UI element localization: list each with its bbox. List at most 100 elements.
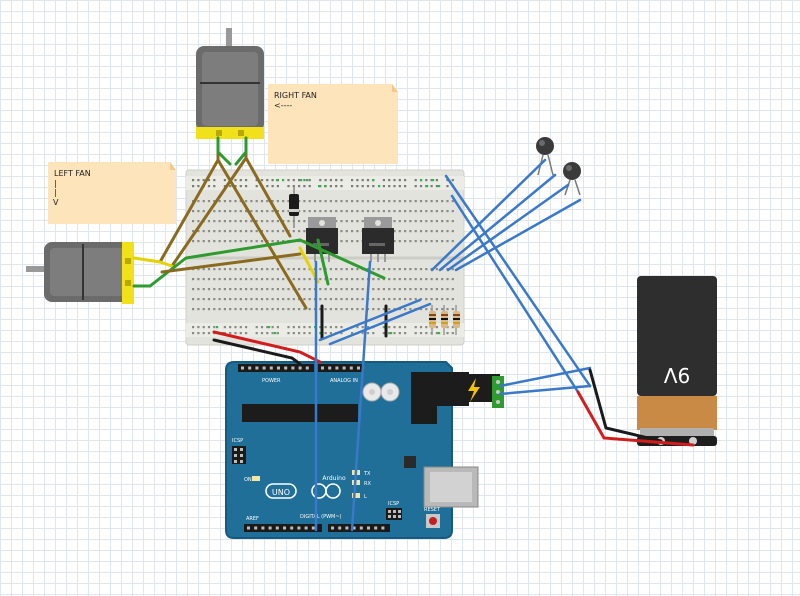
header-pin xyxy=(269,366,273,370)
breadboard-hole xyxy=(451,230,454,233)
breadboard-hole xyxy=(303,308,306,311)
breadboard-hole xyxy=(426,185,429,188)
breadboard-hole xyxy=(223,179,226,182)
breadboard-hole xyxy=(276,220,279,223)
breadboard-hole xyxy=(319,210,322,213)
breadboard-hole xyxy=(229,298,232,301)
breadboard-hole xyxy=(207,185,211,188)
breadboard-hole xyxy=(393,288,396,291)
breadboard-hole xyxy=(398,200,401,203)
breadboard-hole xyxy=(409,268,412,271)
breadboard-hole xyxy=(287,200,290,203)
breadboard-hole xyxy=(351,179,354,182)
breadboard-hole xyxy=(419,332,423,335)
analog-label: ANALOG IN xyxy=(330,378,358,384)
breadboard-hole xyxy=(398,298,401,301)
breadboard-hole xyxy=(356,220,359,223)
breadboard-hole xyxy=(298,326,301,329)
breadboard-hole xyxy=(282,288,285,291)
breadboard-hole xyxy=(409,288,412,291)
breadboard-hole xyxy=(398,179,401,182)
breadboard-hole xyxy=(282,179,285,182)
header-pin xyxy=(247,526,250,530)
breadboard-hole xyxy=(287,298,290,301)
breadboard-hole xyxy=(298,288,301,291)
breadboard-hole xyxy=(276,210,279,213)
header-pin xyxy=(290,526,294,530)
breadboard-hole xyxy=(197,308,200,311)
breadboard-hole xyxy=(340,185,343,188)
breadboard-hole xyxy=(197,332,200,335)
breadboard-hole xyxy=(298,230,301,233)
breadboard-hole xyxy=(250,230,253,233)
breadboard-hole xyxy=(197,210,200,213)
breadboard-hole xyxy=(419,210,423,213)
breadboard-hole xyxy=(441,220,444,223)
breadboard-hole xyxy=(276,230,279,233)
power-header xyxy=(238,364,314,372)
breadboard-hole xyxy=(192,298,195,301)
breadboard-hole xyxy=(239,220,242,223)
header-pin xyxy=(349,366,353,370)
breadboard-hole xyxy=(430,200,433,203)
breadboard-hole xyxy=(229,268,232,271)
breadboard-hole xyxy=(308,298,311,301)
breadboard-hole xyxy=(255,220,258,223)
breadboard-hole xyxy=(213,230,216,233)
breadboard-hole xyxy=(192,326,195,329)
breadboard-hole xyxy=(250,288,253,291)
breadboard-hole xyxy=(319,179,322,182)
breadboard-hole xyxy=(319,326,322,329)
breadboard-hole xyxy=(207,230,211,233)
header-pin xyxy=(298,366,302,370)
breadboard-hole xyxy=(425,240,428,243)
breadboard-hole xyxy=(213,210,216,213)
breadboard-hole xyxy=(260,278,264,281)
breadboard-hole xyxy=(271,185,274,188)
header-pin xyxy=(338,526,342,530)
icsp-label: ICSP xyxy=(388,501,399,507)
breadboard-hole xyxy=(345,220,348,223)
breadboard-hole xyxy=(245,308,248,311)
header-pin xyxy=(311,526,315,530)
breadboard-hole xyxy=(351,278,354,281)
breadboard-hole xyxy=(197,278,200,281)
breadboard-hole xyxy=(430,179,433,182)
breadboard-hole xyxy=(420,179,423,182)
breadboard-hole xyxy=(255,230,258,233)
breadboard-hole xyxy=(324,200,327,203)
breadboard-hole xyxy=(192,278,195,281)
breadboard-hole xyxy=(197,298,200,301)
breadboard-hole xyxy=(340,268,343,271)
breadboard-hole xyxy=(266,179,269,182)
resistor xyxy=(453,305,460,335)
breadboard-hole xyxy=(340,308,343,311)
breadboard-hole xyxy=(298,200,301,203)
breadboard-hole xyxy=(318,185,321,188)
breadboard-hole xyxy=(340,200,343,203)
breadboard-hole xyxy=(250,210,253,213)
breadboard-hole xyxy=(282,278,285,281)
l-label: L xyxy=(364,494,367,500)
breadboard-hole xyxy=(404,240,407,243)
arduino-logo xyxy=(265,483,341,499)
breadboard-hole xyxy=(239,230,242,233)
breadboard-hole xyxy=(197,185,200,188)
breadboard-hole xyxy=(435,268,438,271)
breadboard-hole xyxy=(340,240,343,243)
breadboard-hole xyxy=(271,240,274,243)
breadboard-hole xyxy=(398,288,401,291)
breadboard-hole xyxy=(202,332,205,335)
breadboard-hole xyxy=(393,268,396,271)
breadboard-hole xyxy=(245,200,248,203)
breadboard-hole xyxy=(292,230,295,233)
breadboard-hole xyxy=(404,298,407,301)
header-pin xyxy=(388,510,391,513)
breadboard-hole xyxy=(351,298,354,301)
breadboard-hole xyxy=(435,288,438,291)
breadboard-hole xyxy=(207,268,211,271)
l-led xyxy=(352,493,360,498)
breadboard-hole xyxy=(435,230,438,233)
breadboard-hole xyxy=(372,332,375,335)
reset-label: RESET xyxy=(424,507,441,513)
